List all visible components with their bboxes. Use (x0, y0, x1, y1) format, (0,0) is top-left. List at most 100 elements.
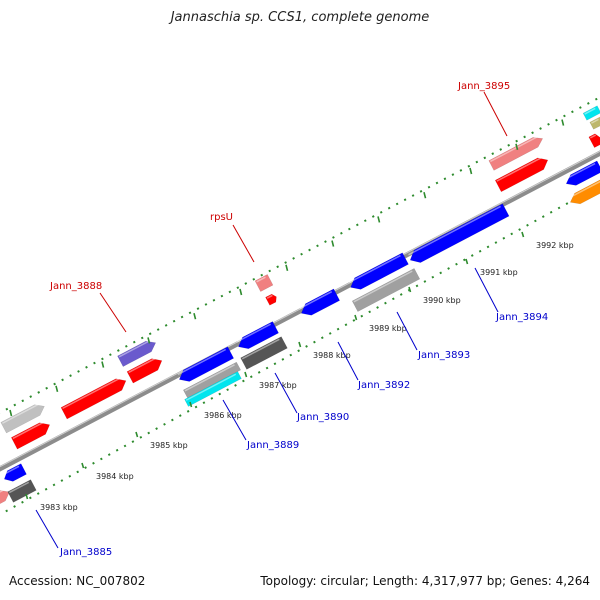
label-leaders (35, 91, 508, 549)
outer-tick-mark (331, 240, 335, 247)
gene-feature-forward[interactable] (254, 274, 274, 292)
gene-feature-forward[interactable] (10, 422, 51, 450)
gene-label-jann-3892[interactable]: Jann_3892 (357, 380, 410, 391)
outer-tick-mark (423, 192, 427, 199)
gene-label-jann-3895[interactable]: Jann_3895 (457, 81, 510, 92)
reverse-strand-dots (0, 184, 600, 516)
gene-feature-highlight (185, 373, 237, 401)
kbp-tick-label: 3988 kbp (313, 351, 351, 360)
gene-label-jann-3888[interactable]: Jann_3888 (49, 281, 102, 292)
gene-feature-forward[interactable] (60, 378, 127, 420)
gene-feature-reverse[interactable] (569, 178, 600, 205)
gene-label-jann-3889[interactable]: Jann_3889 (246, 440, 299, 451)
outer-tick-mark (193, 313, 197, 320)
gene-feature-highlight (496, 156, 544, 182)
gene-feature-forward[interactable] (494, 157, 549, 193)
kbp-tick-mark (189, 401, 193, 408)
gene-label-jann-3890[interactable]: Jann_3890 (296, 412, 349, 423)
gene-feature-highlight (591, 118, 599, 124)
kbp-tick-mark (25, 493, 29, 500)
kbp-tick-label: 3986 kbp (204, 411, 242, 420)
outer-tick-mark (147, 337, 151, 344)
kbp-tick-mark (244, 371, 248, 378)
outer-tick-mark (101, 361, 105, 368)
gene-feature-forward[interactable] (126, 358, 163, 384)
gene-label-jann-3885[interactable]: Jann_3885 (59, 547, 112, 558)
kbp-tick-label: 3987 kbp (259, 381, 297, 390)
map-title: Jannaschia sp. CCS1, complete genome (170, 10, 430, 25)
features-layer (0, 105, 600, 509)
gene-label-jann-3893[interactable]: Jann_3893 (417, 350, 470, 361)
gene-feature-highlight (256, 276, 266, 283)
outer-tick-mark (377, 216, 381, 223)
kbp-tick-label: 3990 kbp (423, 296, 461, 305)
gene-feature-forward[interactable] (488, 137, 544, 171)
gene-feature-forward[interactable] (589, 116, 600, 130)
kbp-tick-label: 3984 kbp (96, 472, 134, 481)
kbp-tick-mark (465, 258, 469, 265)
gene-feature-forward[interactable] (117, 340, 157, 367)
gene-feature-highlight (8, 481, 30, 494)
gene-feature-reverse[interactable] (409, 203, 510, 263)
gene-feature-forward[interactable] (0, 490, 10, 509)
gene-feature-reverse[interactable] (3, 463, 27, 482)
gene-feature-highlight (62, 377, 122, 410)
gene-feature-highlight (2, 403, 40, 424)
kbp-tick-label: 3985 kbp (150, 441, 188, 450)
gene-feature-highlight (118, 339, 152, 358)
kbp-tick-label: 3991 kbp (480, 268, 518, 277)
gene-feature-highlight (590, 134, 597, 139)
gene-feature-highlight (584, 107, 596, 115)
topology-text: Topology: circular; Length: 4,317,977 bp… (260, 574, 590, 588)
gene-feature-reverse[interactable] (240, 336, 288, 370)
gene-feature-reverse[interactable] (184, 371, 242, 407)
kbp-tick-mark (135, 431, 139, 438)
gene-feature-reverse[interactable] (7, 479, 37, 503)
accession-text: Accession: NC_007802 (9, 574, 146, 588)
gene-feature-highlight (0, 488, 6, 493)
gene-label-rpsu[interactable]: rpsU (210, 212, 233, 223)
gene-feature-highlight (568, 180, 600, 199)
backbone-highlight (0, 150, 600, 468)
gene-feature-forward[interactable] (265, 293, 277, 306)
kbp-tick-mark (81, 462, 85, 469)
gene-feature-reverse[interactable] (351, 268, 421, 312)
kbp-tick-mark (354, 314, 358, 321)
gene-feature-highlight (236, 323, 271, 343)
outer-tick-mark (55, 385, 59, 392)
gene-feature-highlight (177, 348, 227, 376)
gene-feature-highlight (2, 465, 20, 476)
ticks-layer: 3983 kbp 3984 kbp 3985 kbp 3986 kbp 3987 kbp… (9, 119, 574, 512)
outer-tick-mark (239, 288, 243, 296)
gene-feature-reverse[interactable] (178, 346, 235, 382)
outer-tick-mark (9, 409, 13, 417)
gene-feature-reverse[interactable] (350, 252, 409, 290)
backbone-line (0, 150, 600, 472)
outer-tick-mark (561, 119, 565, 126)
gene-feature-highlight (12, 421, 46, 440)
gene-feature-highlight (353, 270, 413, 303)
gene-feature-reverse[interactable] (300, 288, 341, 316)
gene-feature-highlight (348, 254, 401, 284)
kbp-tick-mark (408, 286, 412, 293)
kbp-tick-label: 3983 kbp (40, 503, 78, 512)
outer-tick-mark (515, 143, 519, 150)
gene-feature-highlight (490, 135, 539, 163)
gene-feature-highlight (184, 364, 235, 392)
gene-feature-reverse[interactable] (182, 361, 242, 399)
gene-feature-highlight (266, 294, 273, 299)
outer-tick-mark (469, 167, 473, 175)
gene-feature-reverse[interactable] (238, 321, 279, 350)
gene-feature-forward[interactable] (0, 404, 45, 434)
gene-feature-highlight (564, 162, 596, 181)
gene-feature-reverse[interactable] (582, 105, 600, 121)
outer-tick-mark (285, 264, 289, 271)
gene-labels: Jann_3895 rpsU Jann_3888 Jann_3894 Jann_… (49, 81, 548, 558)
gene-feature-forward[interactable] (588, 133, 600, 148)
gene-feature-highlight (128, 356, 158, 374)
kbp-tick-label: 3992 kbp (536, 241, 574, 250)
gene-feature-reverse[interactable] (565, 160, 600, 186)
gene-label-jann-3894[interactable]: Jann_3894 (495, 312, 548, 323)
